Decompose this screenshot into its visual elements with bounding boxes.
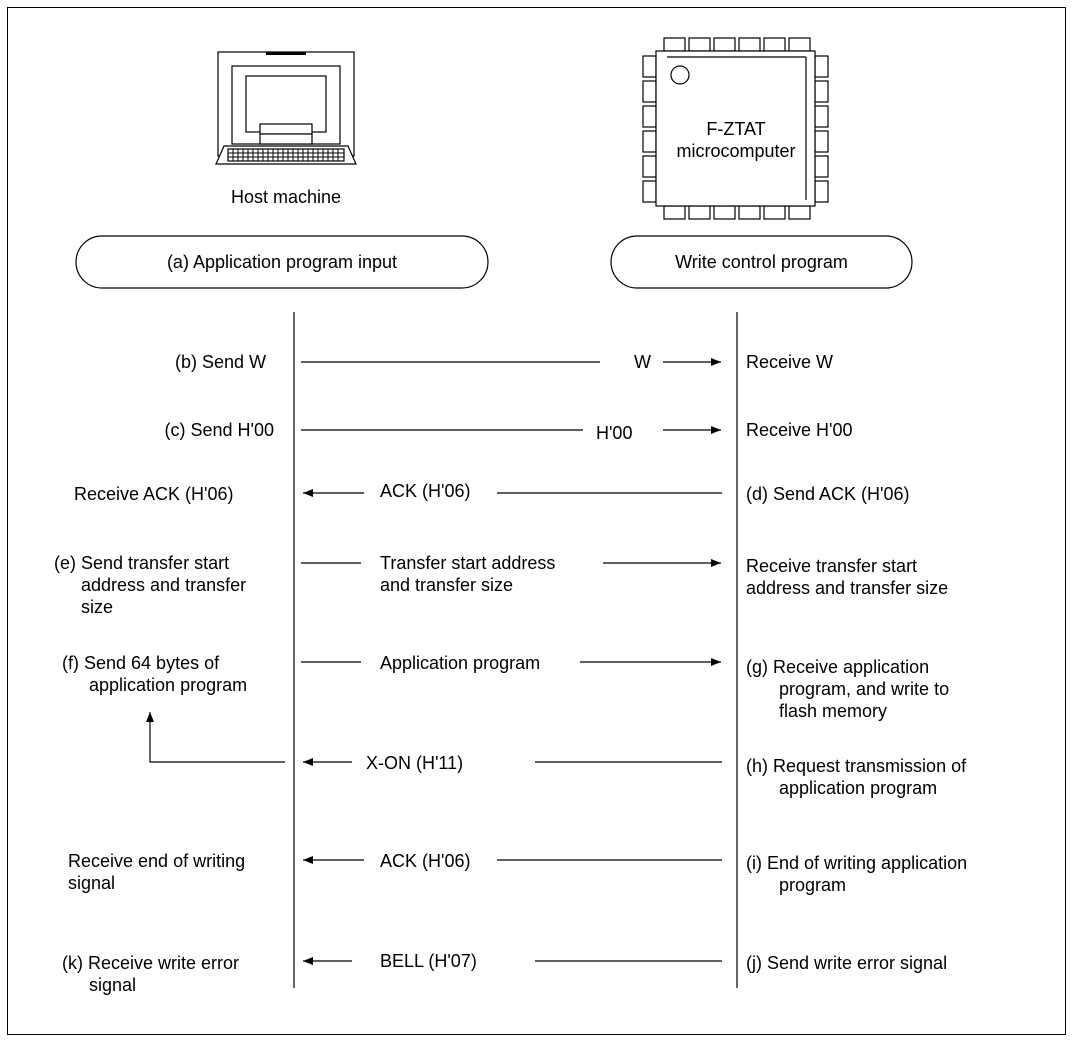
step-c-device: Receive H'00 xyxy=(746,420,853,440)
step-e-signal-1: Transfer start address xyxy=(380,553,556,573)
step-c-host: (c) Send H'00 xyxy=(164,420,275,440)
step-h-device-2: application program xyxy=(779,778,938,798)
step-g-device-1: (g) Receive application xyxy=(746,657,930,677)
step-b-device: Receive W xyxy=(746,352,834,372)
step-i-host-1: Receive end of writing xyxy=(68,851,246,871)
device-program-label: Write control program xyxy=(675,252,848,272)
step-g-device-2: program, and write to xyxy=(779,679,950,699)
host-machine-label: Host machine xyxy=(230,187,342,207)
step-d-device: (d) Send ACK (H'06) xyxy=(746,484,910,504)
step-h-signal: X-ON (H'11) xyxy=(366,753,464,773)
step-i-signal: ACK (H'06) xyxy=(380,851,471,871)
step-e-host-1: (e) Send transfer start xyxy=(54,553,230,573)
loop-arrow xyxy=(146,712,285,763)
step-d-signal: ACK (H'06) xyxy=(380,481,471,501)
step-e-host-3: size xyxy=(81,597,114,617)
step-e-device-2: address and transfer size xyxy=(746,578,949,598)
diagram-frame xyxy=(7,7,1066,1035)
chip-label-line2: microcomputer xyxy=(676,141,796,161)
step-c-signal: H'00 xyxy=(596,423,633,443)
step-g-device-3: flash memory xyxy=(779,701,888,721)
step-i-device-1: (i) End of writing application xyxy=(746,853,968,873)
step-i-host-2: signal xyxy=(68,873,116,893)
step-j-device: (j) Send write error signal xyxy=(746,953,948,973)
step-e-device-1: Receive transfer start xyxy=(746,556,918,576)
step-e-signal-2: and transfer size xyxy=(380,575,514,595)
computer-icon xyxy=(215,51,357,165)
host-program-box xyxy=(75,235,489,289)
step-d-host: Receive ACK (H'06) xyxy=(74,484,234,504)
step-k-host-2: signal xyxy=(89,975,137,995)
host-program-label: (a) Application program input xyxy=(166,252,398,272)
step-f-host-1: (f) Send 64 bytes of xyxy=(62,653,220,673)
step-f-host-2: application program xyxy=(89,675,248,695)
step-e-host-2: address and transfer xyxy=(81,575,247,595)
chip-icon xyxy=(642,37,829,220)
step-f-signal: Application program xyxy=(380,653,541,673)
step-k-host-1: (k) Receive write error xyxy=(62,953,240,973)
step-b-signal: W xyxy=(634,352,651,372)
step-i-device-2: program xyxy=(779,875,847,895)
device-program-box xyxy=(610,235,913,289)
step-j-signal: BELL (H'07) xyxy=(380,951,477,971)
chip-label-line1: F-ZTAT xyxy=(706,119,766,139)
step-h-device-1: (h) Request transmission of xyxy=(746,756,967,776)
step-b-host: (b) Send W xyxy=(174,352,266,372)
